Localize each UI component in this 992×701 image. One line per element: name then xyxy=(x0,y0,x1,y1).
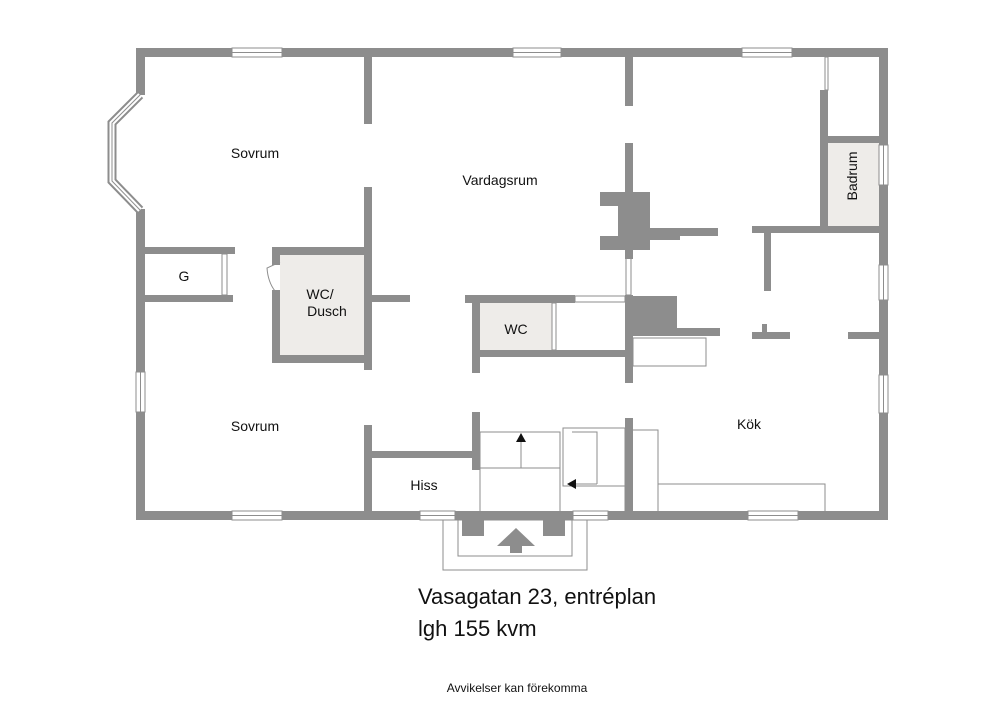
wc-floor xyxy=(480,303,552,350)
closet-door xyxy=(824,56,829,91)
fireplace xyxy=(600,192,680,250)
wall-segment xyxy=(625,418,633,512)
walls xyxy=(136,48,888,553)
wall-segment xyxy=(136,48,145,95)
window xyxy=(878,144,889,186)
window xyxy=(135,371,146,413)
wall-segment xyxy=(364,187,372,370)
room-label-kok: Kök xyxy=(737,416,762,432)
kitchen-counter xyxy=(658,483,826,512)
room-label-sovrum-lower: Sovrum xyxy=(231,418,279,434)
wall-segment xyxy=(480,350,628,357)
wall-segment xyxy=(272,247,280,265)
bay-window xyxy=(107,91,144,214)
wall-segment xyxy=(136,48,888,57)
window xyxy=(572,510,609,521)
wall-segment xyxy=(272,355,372,363)
room-label-wc-dusch-1: WC/ xyxy=(306,286,333,302)
room-label-badrum: Badrum xyxy=(844,151,860,200)
wall-segment xyxy=(144,247,235,254)
chimney-hearth xyxy=(632,337,707,367)
wc-dusch-door-swing xyxy=(266,261,281,292)
window xyxy=(512,47,562,58)
window xyxy=(231,47,283,58)
wall-segment xyxy=(625,295,633,383)
window xyxy=(747,510,799,521)
stair-left-arrow-icon xyxy=(567,479,576,489)
wall-segment xyxy=(762,324,767,332)
stair-lower xyxy=(562,427,626,487)
wall-segment xyxy=(272,290,280,362)
windows xyxy=(135,47,889,521)
wall-segment xyxy=(820,90,828,230)
entrance-hall xyxy=(479,467,561,513)
wall-segment xyxy=(472,412,480,470)
wc-dusch-floor xyxy=(280,255,364,355)
wc-side-wall xyxy=(551,302,557,351)
window xyxy=(878,374,889,414)
wall-segment xyxy=(625,57,633,106)
window xyxy=(741,47,793,58)
room-label-sovrum-upper: Sovrum xyxy=(231,145,279,161)
g-door xyxy=(221,253,228,296)
window xyxy=(419,510,456,521)
wall-segment xyxy=(364,57,372,124)
address-caption: Vasagatan 23, entréplan xyxy=(418,584,656,609)
bay-window-pane-line xyxy=(111,94,141,211)
wall-segment xyxy=(364,425,372,512)
wall-segment xyxy=(764,233,771,291)
wall-segment xyxy=(472,295,480,373)
wall-segment xyxy=(136,209,145,520)
wall-segment xyxy=(633,296,677,336)
living-door xyxy=(625,257,632,296)
room-label-wc: WC xyxy=(504,321,527,337)
wall-segment xyxy=(465,295,575,303)
wall-segment xyxy=(677,328,720,336)
wall-segment xyxy=(372,451,476,458)
wall-segment xyxy=(848,332,880,339)
wall-segment xyxy=(820,136,880,143)
wall-segment xyxy=(272,247,372,255)
wall-segment xyxy=(144,295,233,302)
room-label-g: G xyxy=(179,268,190,284)
wet-room-fills xyxy=(280,143,879,355)
window xyxy=(231,510,283,521)
room-label-wc-dusch-2: Dusch xyxy=(307,303,347,319)
stair-up-arrow-icon xyxy=(516,433,526,442)
wall-segment xyxy=(752,226,880,233)
entrance-arrow-icon xyxy=(497,528,535,553)
wall-segment xyxy=(136,511,888,520)
passage-wall xyxy=(574,295,626,303)
wall-segment xyxy=(372,295,410,302)
room-label-hiss: Hiss xyxy=(410,477,437,493)
wall-segment xyxy=(752,332,790,339)
disclaimer: Avvikelser kan förekomma xyxy=(447,681,588,695)
room-labels: Sovrum Vardagsrum Badrum G WC/ Dusch WC … xyxy=(179,145,860,493)
window xyxy=(878,264,889,301)
size-caption: lgh 155 kvm xyxy=(418,616,537,641)
room-label-vardagsrum: Vardagsrum xyxy=(462,172,537,188)
badrum-floor xyxy=(828,143,879,226)
stair-lower-inner xyxy=(572,431,598,484)
